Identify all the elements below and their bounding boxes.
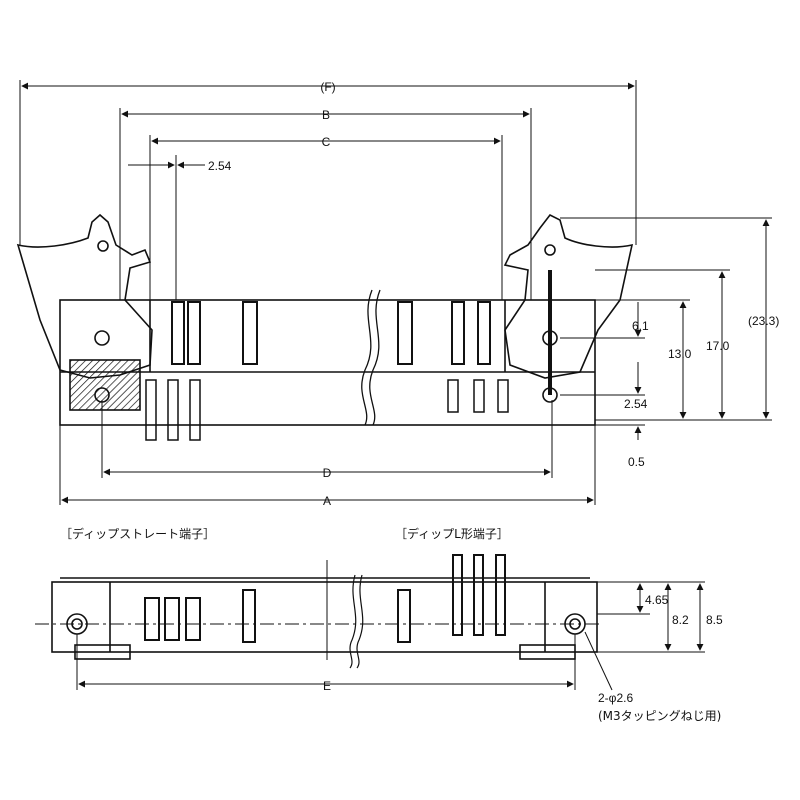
hole-spec-note: (M3タッピングねじ用) <box>598 709 721 723</box>
connector-body <box>59 299 596 426</box>
dim-f-label: (F) <box>320 80 335 94</box>
slot-group <box>171 301 491 365</box>
dim-0-5-label: 0.5 <box>628 455 645 469</box>
bottom-dimension-lines <box>76 581 705 691</box>
dim-a-label: A <box>323 494 331 508</box>
pins-right <box>447 379 509 413</box>
caption-straight-terminal: ［ディップストレート端子］ <box>60 526 215 541</box>
break-line <box>361 289 373 426</box>
top-view <box>16 213 634 441</box>
bottom-body <box>51 581 598 653</box>
dim-d-label: D <box>323 466 332 480</box>
dim-6-1-label: 6.1 <box>632 319 649 333</box>
bottom-view <box>35 554 600 669</box>
dim-4-65-label: 4.65 <box>645 593 669 607</box>
dim-23-3-label: (23.3) <box>748 314 779 328</box>
dim-13-0-label: 13.0 <box>668 347 692 361</box>
bottom-pins-l-shape <box>397 554 506 643</box>
caption-l-shape-terminal: ［ディップL形端子］ <box>395 526 509 541</box>
dim-8-5-label: 8.5 <box>706 613 723 627</box>
dim-e-label: E <box>323 679 331 693</box>
dim-8-2-label: 8.2 <box>672 613 689 627</box>
top-dimension-lines <box>19 80 772 505</box>
hole-spec-label: 2-φ2.6 <box>598 691 633 705</box>
mount-hole-left-upper <box>94 330 110 346</box>
left-lever-outline <box>16 213 153 379</box>
pins-left <box>145 379 201 441</box>
dim-b-label: B <box>322 108 330 122</box>
dim-c-label: C <box>322 135 331 149</box>
hatched-section <box>69 359 141 411</box>
right-lever-outline <box>503 213 634 379</box>
dim-2-54-right-label: 2.54 <box>624 397 648 411</box>
dim-pitch-label: 2.54 <box>208 159 232 173</box>
bottom-pins-straight <box>144 589 256 643</box>
dim-17-0-label: 17.0 <box>706 339 730 353</box>
